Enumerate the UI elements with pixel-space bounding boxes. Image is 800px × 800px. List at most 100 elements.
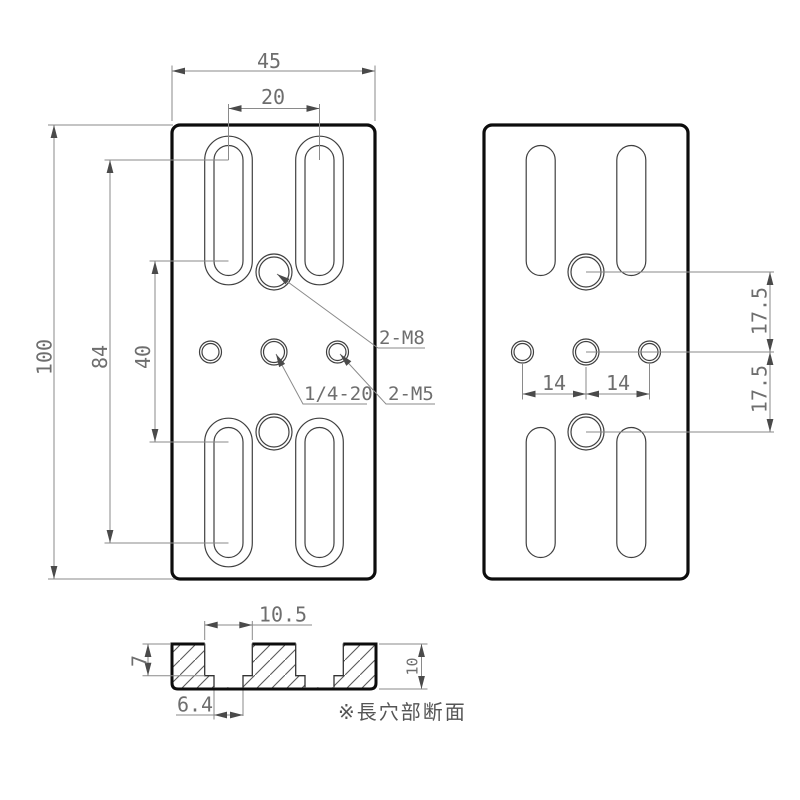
front-hole-m5-right xyxy=(325,340,350,364)
drill-circle xyxy=(513,342,532,362)
dim-slot-span-outer-label: 84 xyxy=(88,345,112,369)
section-notch-left-edge xyxy=(204,643,253,688)
arrowhead xyxy=(306,105,320,112)
dimension-lines xyxy=(48,124,175,580)
dim-slot-width-label: 6.4 xyxy=(177,693,213,717)
drill-circle xyxy=(262,340,286,364)
arrowhead xyxy=(766,419,774,432)
dim-slot-pitch-label: 20 xyxy=(261,85,285,109)
front-hole-m5-left xyxy=(198,340,223,364)
arrowhead xyxy=(151,261,159,274)
dimension-lines xyxy=(204,621,312,640)
dim-hole-offsets-vertical: 17.5 17.5 xyxy=(586,271,774,433)
dim-counterbore-width-label: 10.5 xyxy=(259,603,307,627)
slot-counterbore-outline xyxy=(295,417,344,568)
dimension-lines xyxy=(149,260,229,443)
section-notch-right-fill xyxy=(295,642,344,688)
dimension-lines xyxy=(522,364,650,400)
dim-pitch-left-label: 14 xyxy=(542,371,566,395)
section-body xyxy=(170,642,378,691)
front-hole-quarter-20 xyxy=(260,338,288,366)
back-view: 17.5 17.5 14 14 xyxy=(482,123,774,581)
arrowhead xyxy=(362,67,375,75)
slot-through-outline xyxy=(213,426,244,559)
arrowhead xyxy=(418,676,425,689)
label-m8-holes: 2-M8 xyxy=(379,327,425,349)
slot-counterbore-outline xyxy=(204,417,253,568)
arrowhead xyxy=(230,711,243,719)
arrowhead xyxy=(106,160,114,173)
arrowhead xyxy=(50,566,58,579)
drill-circle xyxy=(258,416,290,448)
drill-circle xyxy=(328,342,347,362)
leader-line xyxy=(339,353,435,405)
front-view: 45 20 100 84 40 xyxy=(33,49,435,581)
front-hole-m8-bottom xyxy=(255,413,293,451)
arrowhead xyxy=(418,644,425,657)
dim-offset-upper-label: 17.5 xyxy=(748,287,772,335)
dim-counterbore-width: 10.5 xyxy=(204,603,312,640)
back-slot-bottom-left xyxy=(525,426,556,559)
arrowhead xyxy=(204,621,218,629)
dim-plate-height: 100 xyxy=(33,124,175,580)
dim-offset-lower-label: 17.5 xyxy=(748,365,772,413)
section-notch-right-edge xyxy=(295,643,344,688)
dim-thickness-label: 10 xyxy=(404,657,422,675)
back-slot-bottom-right xyxy=(616,426,647,559)
section-notch-left-fill xyxy=(204,642,253,688)
dim-plate-width-label: 45 xyxy=(257,49,281,73)
dim-counterbore-depth-label: 7 xyxy=(128,655,152,667)
dim-slot-width: 6.4 xyxy=(176,690,244,720)
slot-through-outline xyxy=(304,426,335,559)
dim-plate-height-label: 100 xyxy=(33,339,57,375)
arrowhead xyxy=(228,105,242,112)
leader-line xyxy=(275,353,367,405)
leader-m8: 2-M8 xyxy=(275,271,425,349)
arrowhead xyxy=(172,67,185,75)
thread-circle xyxy=(255,253,293,291)
dimension-lines xyxy=(228,104,320,160)
dim-thickness: 10 xyxy=(379,643,428,690)
section-note: ※長穴部断面 xyxy=(338,700,467,724)
section-view: 10.5 7 6.4 10 ※長穴部断面 xyxy=(128,603,467,725)
front-plate-outline xyxy=(170,123,377,581)
dimension-lines xyxy=(171,65,376,121)
label-quarter-20-hole: 1/4-20 xyxy=(304,383,373,405)
leader-line xyxy=(276,273,425,349)
dim-slot-span-inner-label: 40 xyxy=(131,345,155,369)
leader-m5: 2-M5 xyxy=(337,351,435,405)
arrowhead xyxy=(766,352,774,365)
front-slot-bottom-left xyxy=(204,417,253,568)
dim-slot-span-inner: 40 xyxy=(131,260,229,443)
drill-circle xyxy=(201,342,220,362)
dim-hole-pitch-horizontal: 14 14 xyxy=(522,364,650,400)
dim-plate-width: 45 xyxy=(171,49,376,121)
thread-circle xyxy=(198,340,223,364)
dimension-lines xyxy=(104,159,229,544)
back-slot-top-left xyxy=(525,144,556,277)
leader-quarter-20: 1/4-20 xyxy=(272,352,373,405)
thread-circle xyxy=(325,340,350,364)
thread-circle xyxy=(255,413,293,451)
arrowhead xyxy=(50,125,58,138)
arrowhead xyxy=(766,272,774,285)
dim-slot-span-outer: 84 xyxy=(88,159,229,544)
dim-pitch-right-label: 14 xyxy=(606,371,630,395)
front-hole-m8-top xyxy=(255,253,293,291)
back-hole-m5-left xyxy=(510,340,535,364)
arrowhead xyxy=(766,339,774,352)
back-slot-top-right xyxy=(616,144,647,277)
arrowhead xyxy=(239,621,253,629)
front-slot-bottom-right xyxy=(295,417,344,568)
drill-circle xyxy=(258,256,290,288)
dimension-lines xyxy=(586,271,774,433)
thread-circle xyxy=(510,340,535,364)
dim-slot-pitch: 20 xyxy=(228,85,320,160)
thread-circle xyxy=(260,338,288,366)
dim-counterbore-depth: 7 xyxy=(128,643,205,677)
arrowhead xyxy=(214,711,227,719)
arrowhead xyxy=(151,429,159,442)
arrowhead xyxy=(106,530,114,543)
